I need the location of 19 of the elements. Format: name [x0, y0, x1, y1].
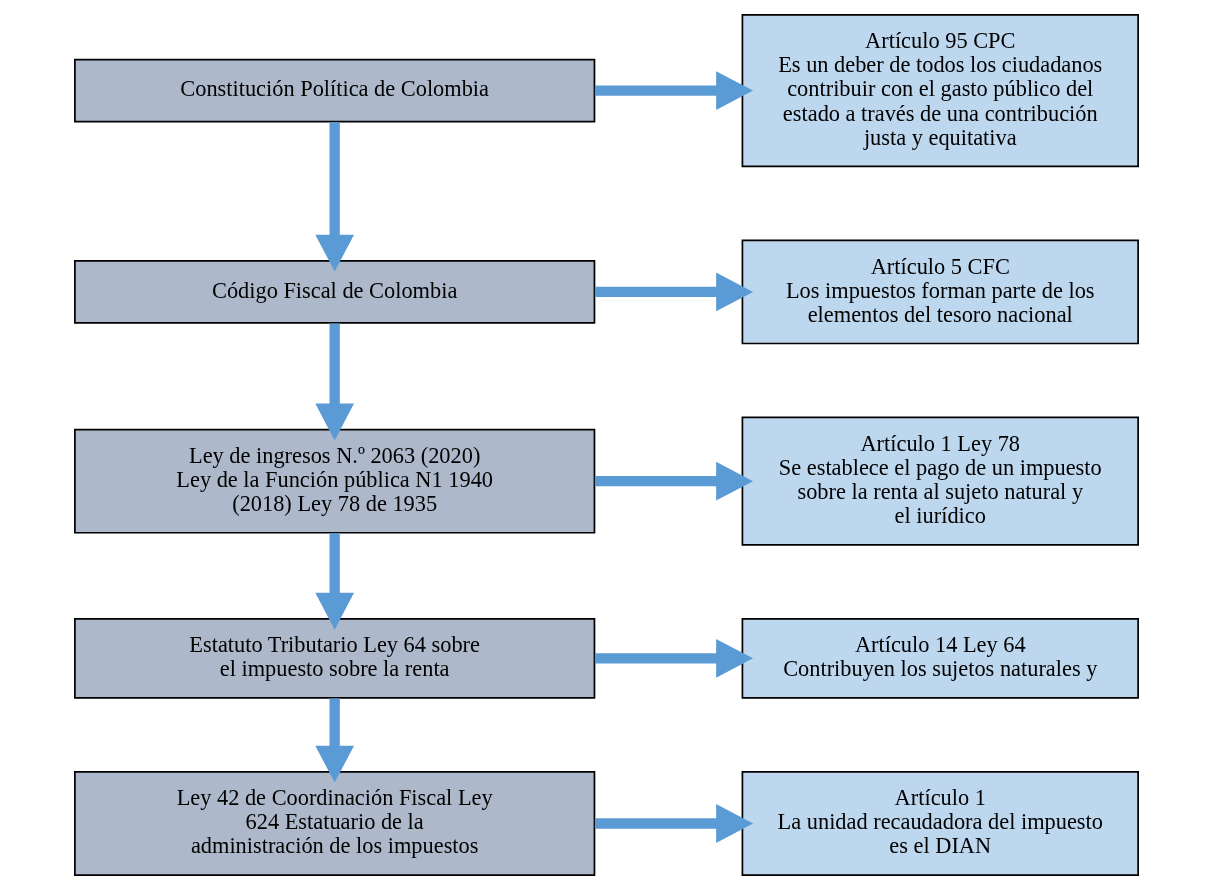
arrow — [314, 122, 354, 272]
arrow — [314, 698, 354, 783]
arrow — [594, 804, 753, 843]
node-box: Artículo 1 La unidad recaudadora del impuesto es el DIAN — [741, 771, 1139, 876]
arrow — [594, 461, 753, 501]
arrow — [314, 323, 354, 441]
node-box: Ley de ingresos N.º 2063 (2020) Ley de la Función pública N1 1940 (2018) Ley 78 de 1935 — [73, 428, 595, 534]
node-box: Estatuto Tributario Ley 64 sobre el impuesto sobre la renta — [73, 617, 595, 699]
node-box: Artículo 14 Ley 64 Contribuyen los sujetos naturales y — [741, 617, 1139, 699]
arrow — [594, 71, 753, 110]
arrow — [594, 272, 753, 312]
node-box: Artículo 95 CPC Es un deber de todos los ciudadanos contribuir con el gasto público del estado a través de una contribución justa y equitativa — [741, 14, 1139, 168]
node-box: Código Fiscal de Colombia — [73, 260, 595, 324]
node-box: Ley 42 de Coordinación Fiscal Ley 624 Estatuario de la administración de los impuestos — [73, 771, 595, 876]
node-box: Artículo 1 Ley 78 Se establece el pago de un impuesto sobre la renta al sujeto natural y el iurídico — [741, 416, 1139, 546]
arrow — [594, 638, 753, 678]
node-box: Constitución Política de Colombia — [73, 58, 595, 123]
arrow — [314, 533, 354, 630]
node-box: Artículo 5 CFC Los impuestos forman parte de los elementos del tesoro nacional — [741, 239, 1139, 345]
